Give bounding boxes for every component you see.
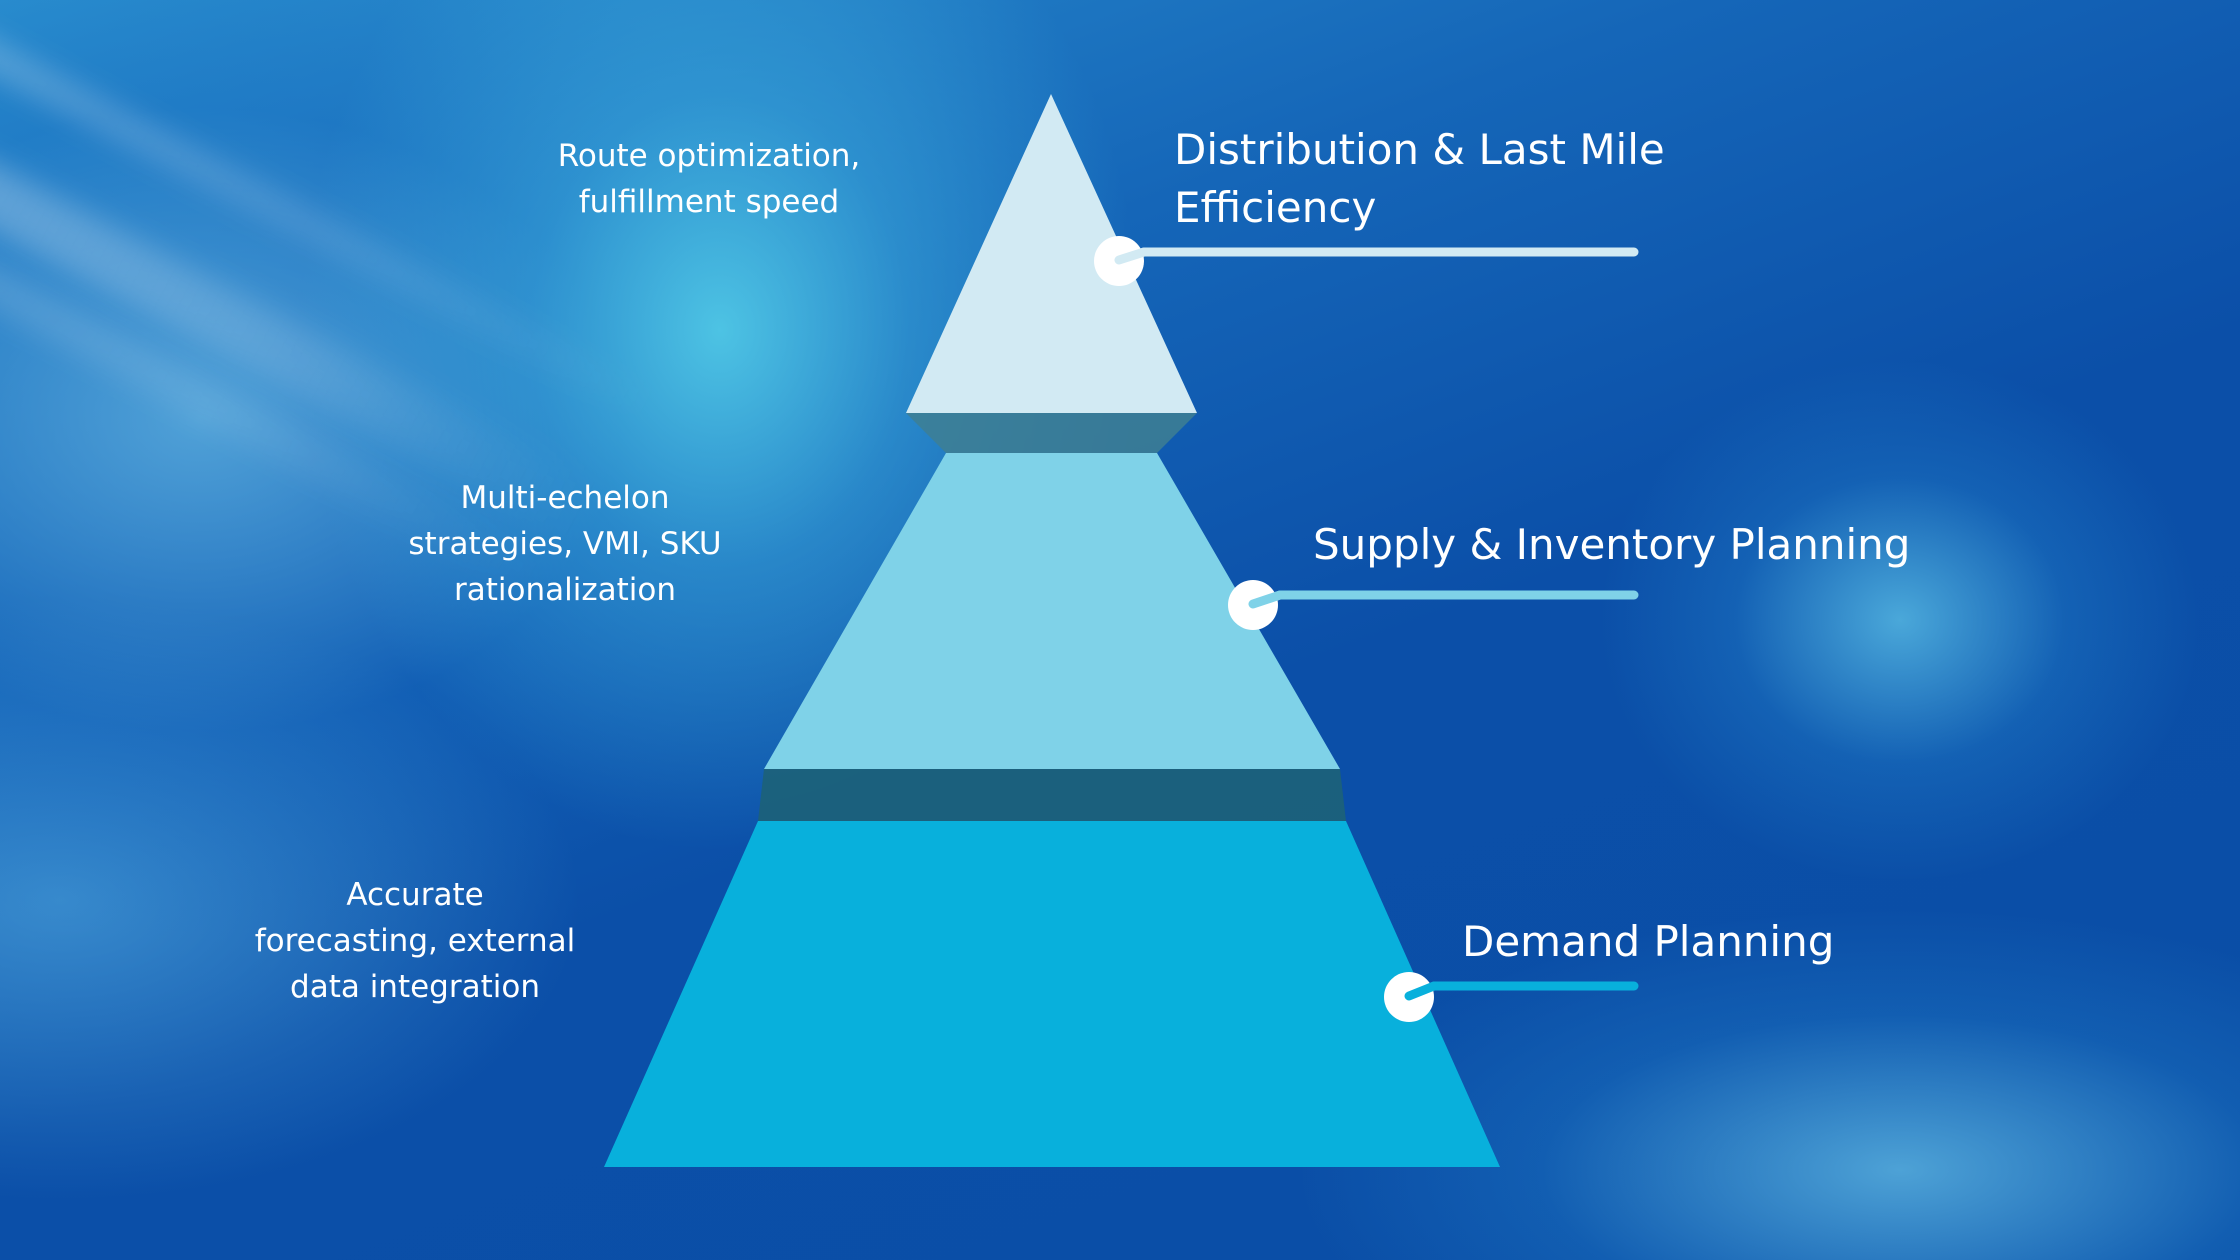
description-line: Route optimization, xyxy=(557,138,861,174)
pyramid-gap-upper xyxy=(906,413,1197,453)
level-title-supply: Supply & Inventory Planning xyxy=(1313,516,1910,574)
description-line: forecasting, external xyxy=(254,923,576,959)
pyramid-tier-middle xyxy=(764,453,1340,769)
pyramid-tier-top xyxy=(906,94,1197,413)
connector-middle xyxy=(1228,580,1639,630)
title-line: Supply & Inventory Planning xyxy=(1313,520,1911,569)
connector-line xyxy=(1404,981,1639,1001)
level-title-distribution: Distribution & Last Mile Efficiency xyxy=(1174,121,1665,237)
level-title-demand: Demand Planning xyxy=(1462,913,1834,971)
level-description-distribution: Route optimization, fulfillment speed xyxy=(509,133,909,225)
description-line: strategies, VMI, SKU xyxy=(408,526,722,562)
connector-line xyxy=(1114,247,1639,265)
connector-line xyxy=(1248,590,1639,609)
description-line: Multi-echelon xyxy=(460,480,670,516)
level-description-demand: Accurate forecasting, external data inte… xyxy=(215,872,615,1010)
title-line: Demand Planning xyxy=(1462,917,1835,966)
pyramid-gap-lower xyxy=(758,769,1346,821)
connector-top xyxy=(1094,236,1639,286)
description-line: data integration xyxy=(290,969,540,1005)
description-line: fulfillment speed xyxy=(578,184,840,220)
level-description-supply: Multi-echelon strategies, VMI, SKU ratio… xyxy=(365,475,765,613)
pyramid-tier-bottom xyxy=(604,821,1500,1167)
title-line: Distribution & Last Mile xyxy=(1174,125,1665,174)
connector-bottom xyxy=(1384,972,1639,1022)
description-line: rationalization xyxy=(454,572,676,608)
description-line: Accurate xyxy=(346,877,484,913)
title-line: Efficiency xyxy=(1174,183,1377,232)
